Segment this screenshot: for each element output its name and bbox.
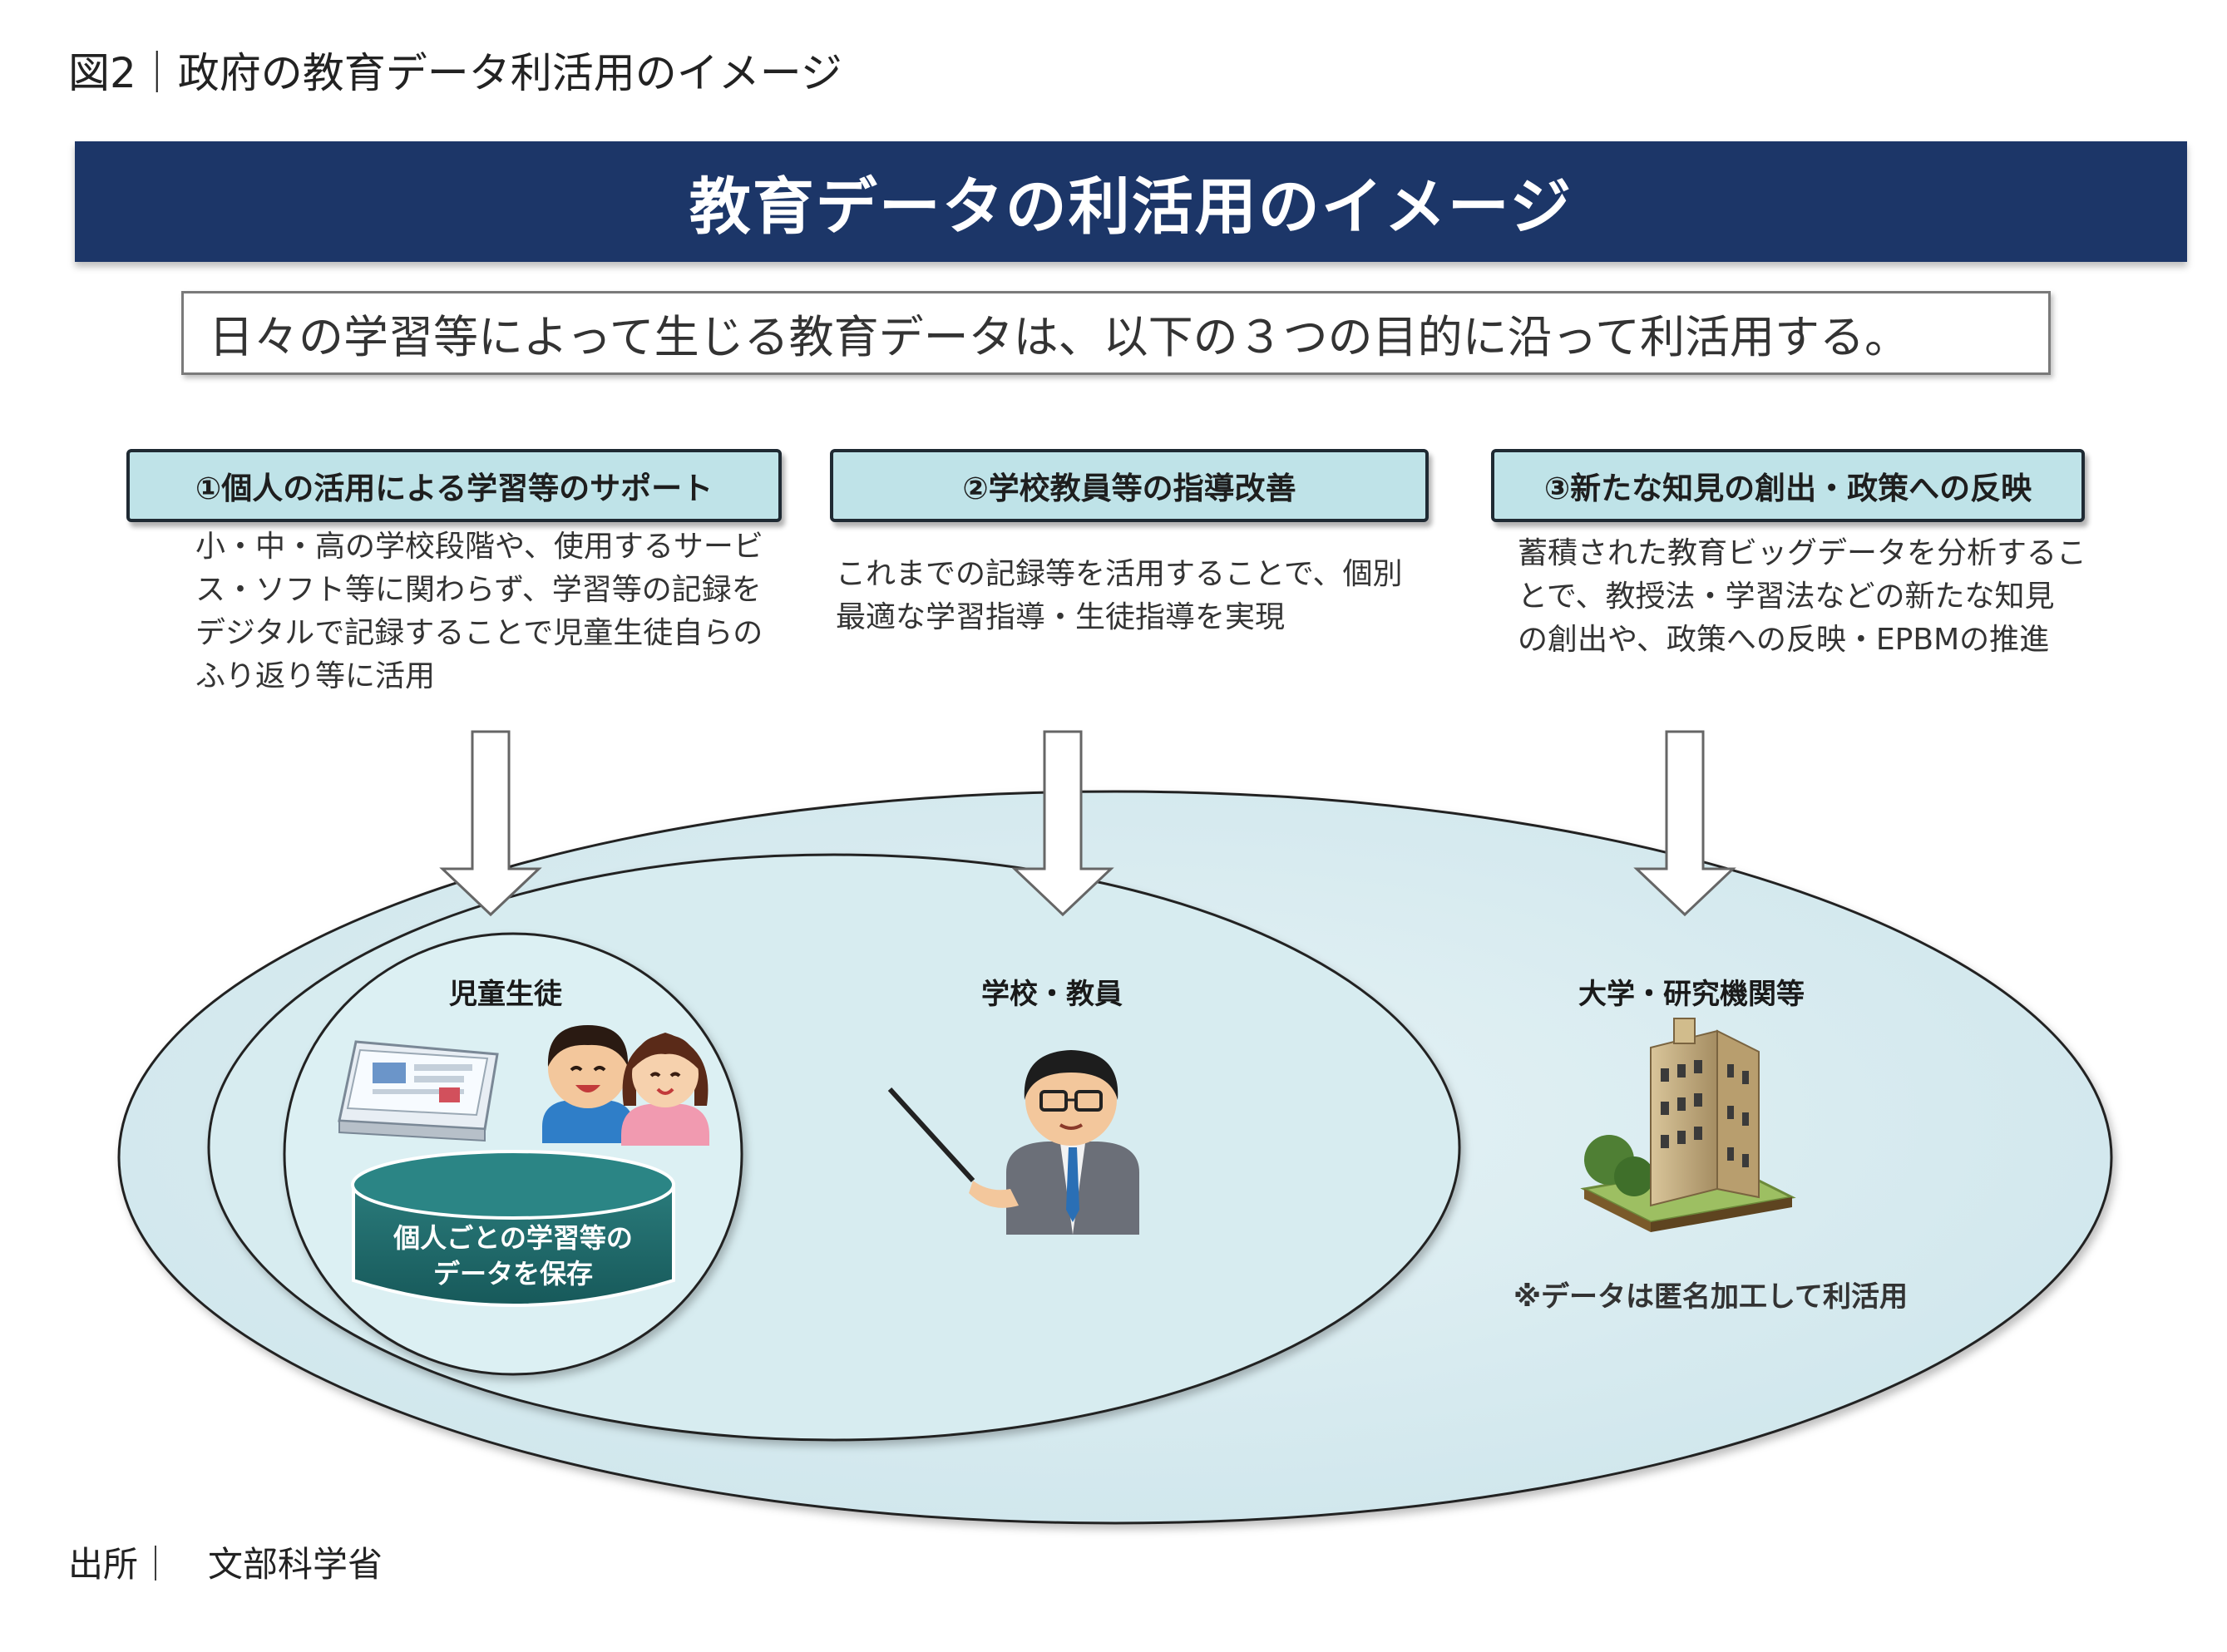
database-icon (351, 1150, 675, 1307)
purpose-2-line: 最適な学習指導・生徒指導を実現 (836, 600, 1286, 634)
universities-label: 大学・研究機関等 (1578, 978, 1805, 1011)
purpose-1-line: ス・ソフト等に関わらず、学習等の記録を (195, 573, 762, 607)
purpose-3-description: 蓄積された教育ビッグデータを分析するこ とで、教授法・学習法などの新たな知見 の… (1518, 532, 2116, 662)
source-credit: 出所｜ 文部科学省 (68, 1544, 383, 1585)
anonymize-note: ※データは匿名加工して利活用 (1513, 1280, 1909, 1314)
purpose-2-description: これまでの記録等を活用することで、個別 最適な学習指導・生徒指導を実現 (836, 553, 1434, 639)
database-label-line-1: 個人ごとの学習等の (393, 1222, 633, 1254)
purpose-3-line: の創出や、政策への反映・EPBMの推進 (1518, 623, 2050, 657)
intro-box: 日々の学習等によって生じる教育データは、以下の３つの目的に沿って利活用する。 (181, 291, 2051, 375)
teachers-label: 学校・教員 (981, 978, 1123, 1011)
figure-caption: 図2｜政府の教育データ利活用のイメージ (68, 49, 842, 97)
intro-text: 日々の学習等によって生じる教育データは、以下の３つの目的に沿って利活用する。 (209, 311, 1909, 363)
purpose-3-line: とで、教授法・学習法などの新たな知見 (1518, 579, 2055, 614)
purpose-1-line: 小・中・高の学校段階や、使用するサービ (195, 530, 763, 564)
down-arrow-icon (439, 730, 542, 917)
purpose-1-line: デジタルで記録することで児童生徒自らの (195, 616, 763, 650)
purpose-1-line: ふり返り等に活用 (195, 659, 436, 693)
teacher-icon (887, 1050, 1139, 1235)
down-arrow-icon (1633, 730, 1736, 917)
database-label-line-2: データを保存 (433, 1258, 593, 1290)
purpose-3-line: 蓄積された教育ビッグデータを分析するこ (1518, 536, 2087, 570)
purpose-1-description: 小・中・高の学校段階や、使用するサービ ス・ソフト等に関わらず、学習等の記録を … (195, 525, 794, 698)
purpose-2-heading: ②学校教員等の指導改善 (830, 449, 1429, 522)
boy-icon (542, 1025, 634, 1143)
purpose-3-heading: ③新たな知見の創出・政策への反映 (1491, 449, 2085, 522)
title-banner: 教育データの利活用のイメージ (75, 141, 2187, 262)
university-building-icon (1580, 1018, 1796, 1232)
purpose-2-line: これまでの記録等を活用することで、個別 (836, 557, 1403, 591)
girl-icon (621, 1033, 709, 1146)
down-arrow-icon (1011, 730, 1114, 917)
students-label: 児童生徒 (449, 978, 562, 1011)
tablet-icon (338, 1040, 499, 1142)
purpose-1-heading: ①個人の活用による学習等のサポート (126, 449, 782, 522)
banner-title: 教育データの利活用のイメージ (689, 171, 1573, 243)
